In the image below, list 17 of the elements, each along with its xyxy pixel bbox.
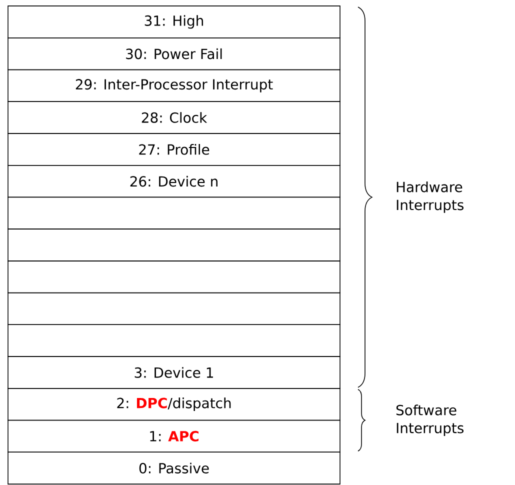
level-row: 31: High <box>8 6 340 38</box>
group-label: Software Interrupts <box>396 404 464 436</box>
level-row: 30: Power Fail <box>8 37 340 70</box>
empty-row <box>8 196 340 230</box>
level-row: 3: Device 1 <box>8 356 340 389</box>
empty-row <box>8 324 340 357</box>
empty-row <box>8 292 340 326</box>
level-row: 28: Clock <box>8 101 340 134</box>
level-row: 2: DPC/dispatch <box>8 388 340 421</box>
group-label: Hardware Interrupts <box>396 181 464 213</box>
level-row: 29: Inter-Processor Interrupt <box>8 69 340 102</box>
empty-row <box>8 260 340 294</box>
level-row: 27: Profile <box>8 133 340 166</box>
level-row: 1: APC <box>8 420 340 453</box>
empty-row <box>8 228 340 262</box>
level-row: 26: Device n <box>8 164 340 198</box>
level-row: 0: Passive <box>8 452 340 484</box>
